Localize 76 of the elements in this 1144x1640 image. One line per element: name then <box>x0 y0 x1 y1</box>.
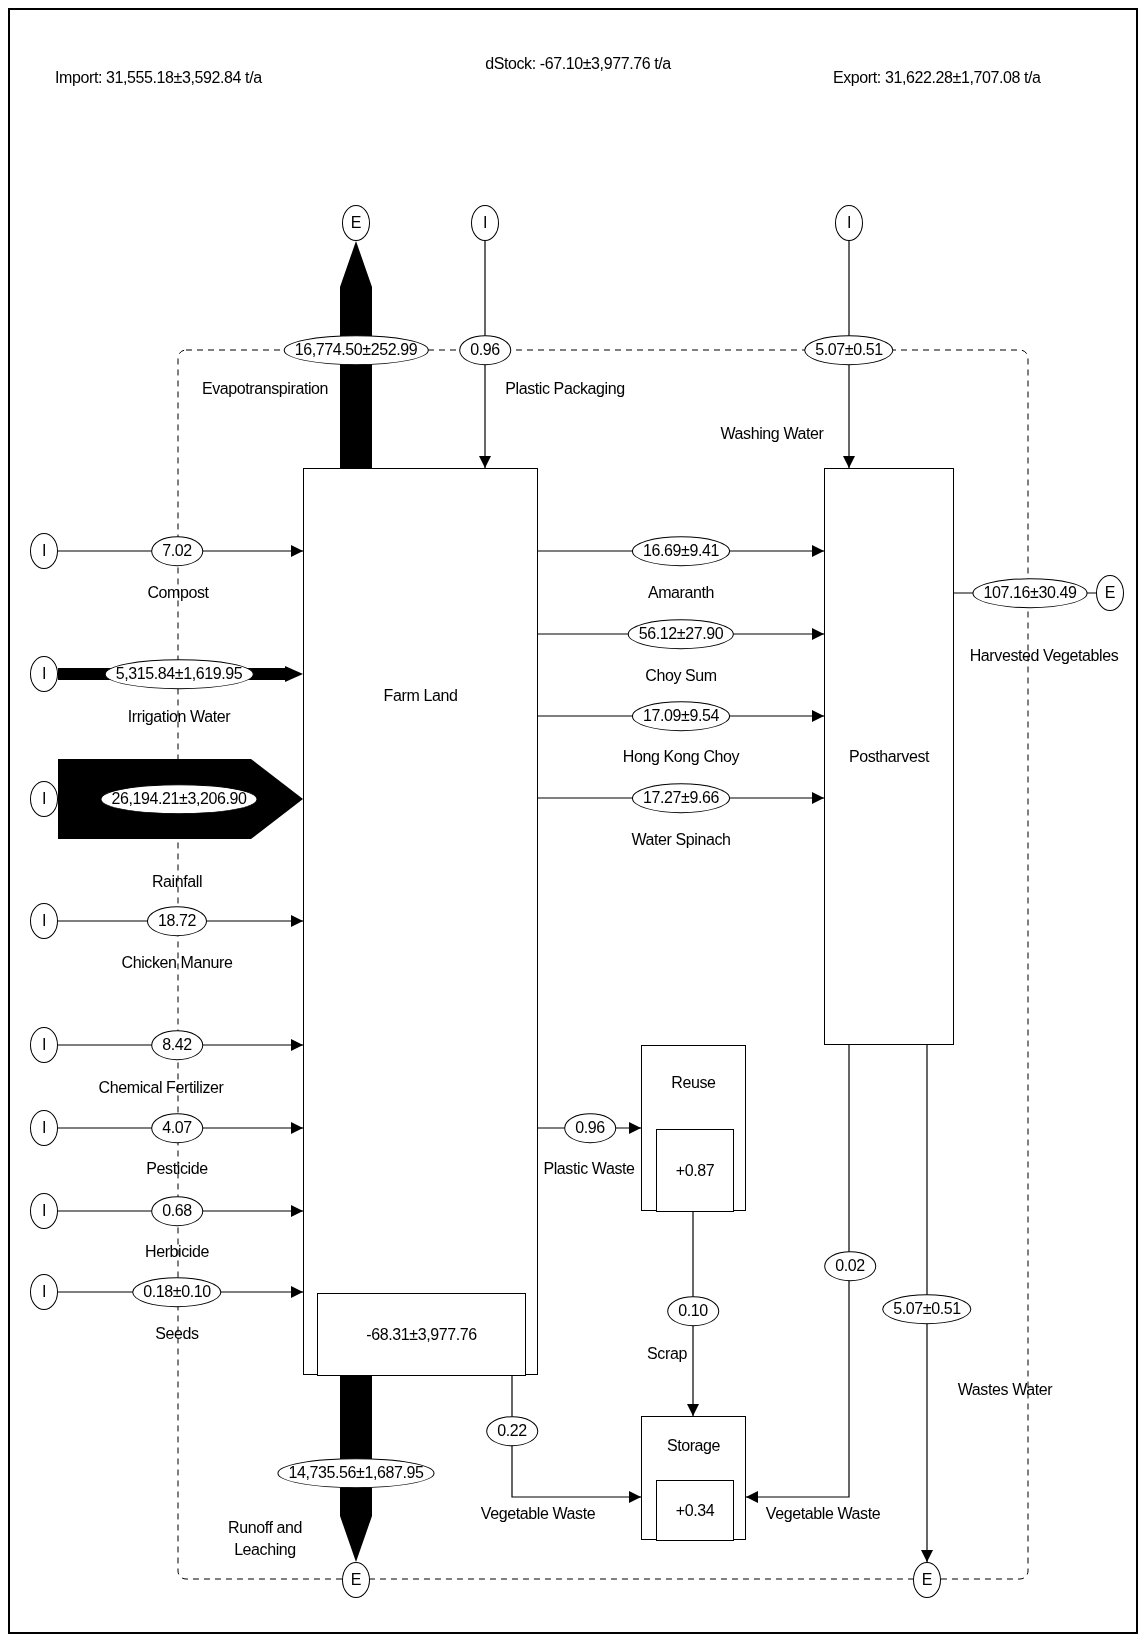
terminal-circle: E <box>913 1562 941 1598</box>
flow-name-label: Plastic Waste <box>543 1158 635 1179</box>
flow-value-label: 56.12±27.90 <box>627 619 735 649</box>
flow-name-label: Water Spinach <box>631 829 731 850</box>
terminal-circle: E <box>1096 575 1124 611</box>
terminal-circle: I <box>30 1193 58 1229</box>
flow-name-label: Plastic Packaging <box>505 378 625 399</box>
flow-name-label: Wastes Water <box>957 1379 1053 1400</box>
flow-value-label: 0.68 <box>151 1196 203 1226</box>
stock-box <box>317 1293 526 1376</box>
flow-value-label: 16,774.50±252.99 <box>283 335 429 365</box>
flow-value-label: 17.27±9.66 <box>632 783 730 813</box>
process-box <box>641 1045 746 1211</box>
flow-name-label: Evapotranspiration <box>201 378 329 399</box>
process-label: -68.31±3,977.76 <box>366 1325 477 1344</box>
flow-name-label: Vegetable Waste <box>480 1503 596 1524</box>
flow-name-label: Vegetable Waste <box>765 1503 881 1524</box>
terminal-circle: E <box>342 205 370 241</box>
flow-name-label: Choy Sum <box>645 665 717 686</box>
flow-name-label: Harvested Vegetables <box>969 645 1119 666</box>
flow-value-label: 0.18±0.10 <box>132 1277 222 1307</box>
flow-name-label: Scrap <box>647 1343 687 1364</box>
flow-value-label: 14,735.56±1,687.95 <box>277 1458 435 1488</box>
flow-value-label: 0.96 <box>459 335 511 365</box>
terminal-circle: I <box>30 1110 58 1146</box>
flow-arrow <box>745 1044 850 1503</box>
terminal-circle: I <box>30 1274 58 1310</box>
flow-value-label: 7.02 <box>151 536 203 566</box>
flow-value-label: 0.22 <box>486 1416 538 1446</box>
flow-value-label: 107.16±30.49 <box>972 578 1088 608</box>
flow-name-label: Runoff and Leaching <box>227 1517 303 1560</box>
stock-box <box>656 1480 734 1541</box>
flow-value-label: 16.69±9.41 <box>632 536 730 566</box>
flow-name-label: Compost <box>147 582 209 603</box>
flow-name-label: Washing Water <box>720 423 824 444</box>
flow-value-label: 5.07±0.51 <box>804 335 894 365</box>
summary-text: dStock: -67.10±3,977.76 t/a <box>485 53 671 74</box>
process-label: +0.87 <box>675 1161 715 1180</box>
process-label: Farm Land <box>383 687 458 705</box>
terminal-circle: I <box>30 903 58 939</box>
flow-name-label: Hong Kong Choy <box>622 746 740 767</box>
flow-name-label: Amaranth <box>647 582 715 603</box>
process-label: Postharvest <box>848 747 930 766</box>
flow-value-label: 4.07 <box>151 1113 203 1143</box>
flow-value-label: 17.09±9.54 <box>632 701 730 731</box>
flow-arrow <box>921 1044 933 1563</box>
terminal-circle: I <box>835 205 863 241</box>
flow-value-label: 8.42 <box>151 1030 203 1060</box>
summary-text: Import: 31,555.18±3,592.84 t/a <box>55 67 262 88</box>
process-label: +0.34 <box>675 1501 715 1520</box>
flow-value-label: 0.02 <box>824 1251 876 1281</box>
terminal-circle: I <box>30 533 58 569</box>
flow-value-label: 5,315.84±1,619.95 <box>104 659 254 689</box>
flow-name-label: Herbicide <box>145 1241 209 1262</box>
terminal-circle: E <box>342 1562 370 1598</box>
process-box <box>303 468 538 1375</box>
terminal-circle: I <box>30 656 58 692</box>
flow-value-label: 5.07±0.51 <box>882 1294 972 1324</box>
flow-name-label: Seeds <box>155 1323 199 1344</box>
terminal-circle: I <box>30 781 58 817</box>
terminal-circle: I <box>471 205 499 241</box>
flow-name-label: Chemical Fertilizer <box>98 1077 224 1098</box>
stock-box <box>656 1129 734 1212</box>
flow-name-label: Chicken Manure <box>121 952 233 973</box>
summary-text: Export: 31,622.28±1,707.08 t/a <box>833 67 1041 88</box>
process-box <box>641 1416 746 1540</box>
flow-value-label: 0.96 <box>564 1113 616 1143</box>
process-label: Storage <box>666 1437 721 1455</box>
process-label: Reuse <box>671 1074 716 1092</box>
flow-name-label: Pesticide <box>146 1158 208 1179</box>
process-box <box>824 468 954 1045</box>
flow-value-label: 0.10 <box>667 1296 719 1326</box>
flow-value-label: 18.72 <box>147 906 207 936</box>
flow-name-label: Irrigation Water <box>127 706 231 727</box>
terminal-circle: I <box>30 1027 58 1063</box>
flow-name-label: Rainfall <box>151 871 203 892</box>
